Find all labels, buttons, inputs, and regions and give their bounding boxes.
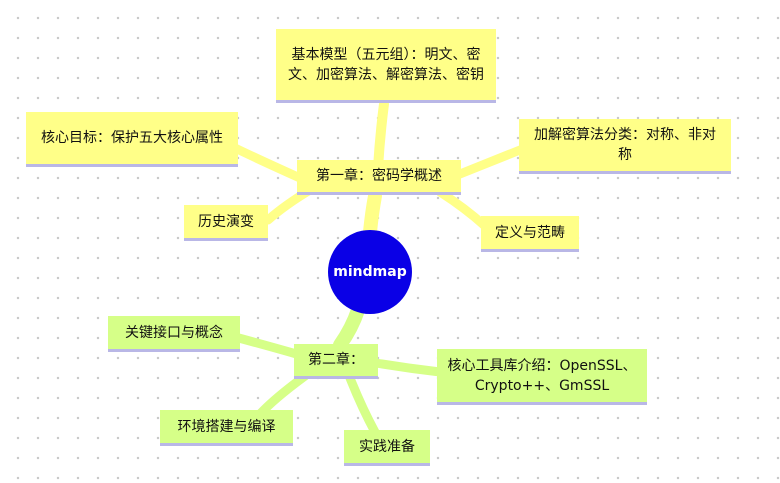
link-ch2-practice [345, 373, 380, 437]
link-root-ch2 [333, 303, 365, 352]
child-node-environment[interactable]: 环境搭建与编译 [160, 410, 293, 446]
link-ch2-interfaces [230, 332, 305, 360]
child-node-core-goal[interactable]: 核心目标：保护五大核心属性 [26, 112, 238, 167]
child-node-algorithm-classification[interactable]: 加解密算法分类：对称、非对称 [519, 119, 731, 174]
link-ch1-classify [450, 145, 525, 181]
child-node-history[interactable]: 历史演变 [184, 205, 268, 241]
link-ch1-definition [435, 187, 490, 231]
link-ch1-goal [230, 143, 305, 183]
link-ch1-model [373, 99, 389, 173]
child-node-libraries[interactable]: 核心工具库介绍：OpenSSL、Crypto++、GmSSL [437, 349, 647, 405]
child-node-interfaces[interactable]: 关键接口与概念 [108, 316, 240, 352]
child-node-definition[interactable]: 定义与范畴 [481, 216, 579, 252]
root-label: mindmap [333, 264, 407, 280]
link-root-ch1 [363, 189, 382, 239]
link-ch2-env [255, 371, 310, 419]
branch-node-chapter-1[interactable]: 第一章：密码学概述 [297, 160, 461, 195]
child-node-practice[interactable]: 实践准备 [344, 430, 430, 466]
root-node[interactable]: mindmap [328, 230, 412, 314]
child-node-basic-model[interactable]: 基本模型（五元组）：明文、密文、加密算法、解密算法、密钥 [276, 29, 496, 103]
link-ch2-libraries [365, 357, 445, 377]
branch-node-chapter-2[interactable]: 第二章： [294, 344, 378, 379]
